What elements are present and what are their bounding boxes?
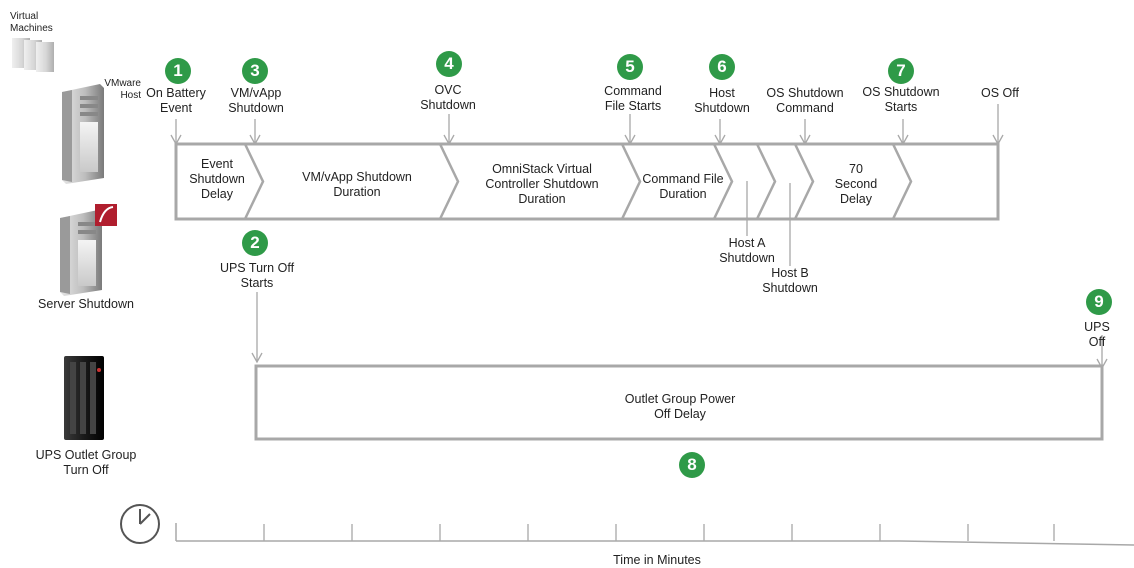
time-axis-line <box>176 540 1134 546</box>
outlet-group-bar-outline <box>254 364 1104 441</box>
event-badge-3: 3 <box>242 58 268 84</box>
event-badge-8: 8 <box>679 452 705 478</box>
event-badge-1: 1 <box>165 58 191 84</box>
phase-event-shutdown-delay: Event Shutdown Delay <box>189 157 245 201</box>
phase-chevron <box>438 143 460 220</box>
event-badge-5: 5 <box>617 54 643 80</box>
phase-command-file-duration: Command File Duration <box>642 172 724 201</box>
event-badge-7: 7 <box>888 58 914 84</box>
phase-bar-outline <box>174 142 1000 221</box>
phase-chevron <box>243 143 265 220</box>
event-label-ovc-shutdown: OVC Shutdown <box>420 83 476 112</box>
arrowhead <box>251 352 263 364</box>
ups-turn-off-label: UPS Turn Off Starts <box>219 261 295 290</box>
phase-chevron <box>755 143 777 220</box>
event-label-os-shutdown-command: OS Shutdown Command <box>766 86 844 115</box>
server-shutdown-icon <box>60 204 117 296</box>
vmware-host-server-icon <box>62 84 104 184</box>
software-logo-icon <box>95 204 117 226</box>
server-shutdown-label: Server Shutdown <box>38 297 134 311</box>
outlet-group-delay-label: Outlet Group Power Off Delay <box>624 392 736 421</box>
time-axis-label: Time in Minutes <box>613 553 701 567</box>
event-label-os-shutdown-starts: OS Shutdown Starts <box>862 85 940 114</box>
ups-phase-bar <box>254 364 1104 441</box>
event-label-host-shutdown: Host Shutdown <box>694 86 750 115</box>
phase-chevron <box>891 143 913 220</box>
phase-ovc-shutdown-duration: OmniStack Virtual Controller Shutdown Du… <box>485 162 599 206</box>
virtual-machines-label: Virtual Machines <box>10 11 53 34</box>
time-axis <box>175 523 1134 546</box>
clock-icon <box>120 504 160 544</box>
host-b-shutdown-label: Host B Shutdown <box>762 266 818 295</box>
phase-chevron <box>712 143 734 220</box>
ups-outlet-group-label: UPS Outlet Group Turn Off <box>35 448 137 477</box>
vmware-host-label: VMware Host <box>104 78 141 101</box>
phase-chevron <box>793 143 815 220</box>
server-phase-bar <box>174 142 1000 221</box>
event-badge-2: 2 <box>242 230 268 256</box>
host-a-shutdown-label: Host A Shutdown <box>719 236 775 265</box>
event-label-on-battery: On Battery Event <box>146 86 206 115</box>
ups-off-label: UPS Off <box>1084 320 1110 349</box>
event-badge-4: 4 <box>436 51 462 77</box>
ups-icon <box>64 356 104 440</box>
event-label-os-off: OS Off <box>981 86 1019 100</box>
phase-chevron <box>620 143 642 220</box>
event-badge-6: 6 <box>709 54 735 80</box>
phase-70-second-delay: 70 Second Delay <box>834 162 878 206</box>
event-label-vm-shutdown: VM/vApp Shutdown <box>228 86 284 115</box>
event-label-command-file: Command File Starts <box>604 84 662 113</box>
phase-vm-shutdown-duration: VM/vApp Shutdown Duration <box>302 170 412 199</box>
event-badge-9: 9 <box>1086 289 1112 315</box>
virtual-machines-icon <box>12 38 54 72</box>
